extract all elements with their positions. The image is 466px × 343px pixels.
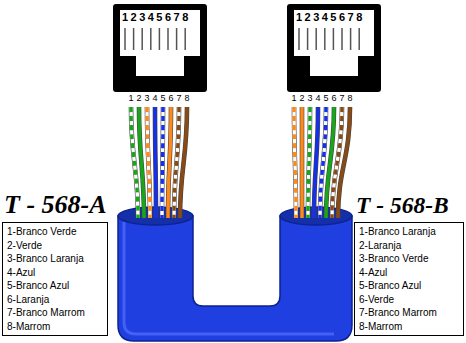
standard-title: T - 568-B (354, 190, 464, 220)
jack-pin-number: 1 (122, 12, 128, 23)
standard-table: T - 568-A1-Branco Verde2-Verde3-Branco L… (2, 190, 108, 336)
wire-number: 1 (128, 94, 133, 103)
wire-number: 7 (176, 94, 181, 103)
wire-number: 6 (331, 94, 336, 103)
wire (300, 107, 303, 218)
wire-color-item: 7-Branco Marrom (7, 306, 103, 320)
wire (147, 107, 150, 218)
color-list-box: 1-Branco Laranja2-Laranja3-Branco Verde4… (354, 222, 464, 336)
wire (155, 107, 156, 218)
wire-color-item: 4-Azul (359, 266, 459, 280)
wire-number: 1 (291, 94, 296, 103)
wire-number: 4 (152, 94, 157, 103)
jack-pin-number: 2 (131, 12, 137, 23)
standard-title: T - 568-A (2, 190, 108, 220)
wire-number: 2 (299, 94, 304, 103)
jack-pin-number: 3 (313, 12, 319, 23)
wire-number: 7 (339, 94, 344, 103)
wire (180, 107, 187, 218)
wire-number: 3 (307, 94, 312, 103)
wire (294, 107, 296, 218)
wire-color-item: 6-Laranja (7, 293, 103, 307)
wire (139, 107, 144, 218)
standard-table: T - 568-B1-Branco Laranja2-Laranja3-Bran… (354, 190, 464, 336)
wire-number: 8 (347, 94, 352, 103)
wire-stripe (162, 107, 163, 218)
wire-color-item: 3-Branco Verde (359, 252, 459, 266)
wire-color-item: 4-Azul (7, 266, 103, 280)
jack-pin-number: 7 (174, 12, 180, 23)
wire (168, 107, 171, 218)
rj45-jack (287, 4, 381, 92)
jack-pin-number: 8 (182, 12, 188, 23)
jack-pin-number: 2 (305, 12, 311, 23)
wire-color-item: 5-Branco Azul (359, 279, 459, 293)
wire-stripe (294, 107, 296, 218)
jack-pin-number: 7 (348, 12, 354, 23)
jack-pin-number: 4 (322, 12, 328, 23)
wire-color-item: 6-Verde (359, 293, 459, 307)
jack-pin-number: 5 (156, 12, 162, 23)
wire (308, 107, 310, 218)
jack-pin-number: 6 (339, 12, 345, 23)
cable-jacket (118, 216, 352, 341)
wire (162, 107, 163, 218)
wire-color-item: 3-Branco Laranja (7, 252, 103, 266)
wire-number: 2 (136, 94, 141, 103)
wire-number: 4 (315, 94, 320, 103)
wire-number: 6 (168, 94, 173, 103)
wire (338, 107, 350, 218)
wire (314, 107, 318, 218)
rj45-jack (113, 4, 207, 92)
jack-pin-number: 5 (330, 12, 336, 23)
jack-pin-number: 6 (165, 12, 171, 23)
jack-pin-number: 8 (356, 12, 362, 23)
wire-color-item: 8-Marrom (359, 320, 459, 334)
wire-stripe (147, 107, 150, 218)
wire-color-item: 2-Laranja (359, 239, 459, 253)
wire-stripe (308, 107, 310, 218)
wire-number: 8 (184, 94, 189, 103)
wire-color-item: 1-Branco Verde (7, 225, 103, 239)
wire-color-item: 1-Branco Laranja (359, 225, 459, 239)
jack-pin-number: 4 (148, 12, 154, 23)
wire-color-item: 2-Verde (7, 239, 103, 253)
wire-color-item: 8-Marrom (7, 320, 103, 334)
wire-number: 5 (160, 94, 165, 103)
wire-color-item: 7-Branco Marrom (359, 306, 459, 320)
color-list-box: 1-Branco Verde2-Verde3-Branco Laranja4-A… (2, 222, 108, 336)
wire-color-item: 5-Branco Azul (7, 279, 103, 293)
jack-pin-number: 3 (139, 12, 145, 23)
wire-number: 3 (144, 94, 149, 103)
jack-pin-number: 1 (296, 12, 302, 23)
wire-number: 5 (323, 94, 328, 103)
